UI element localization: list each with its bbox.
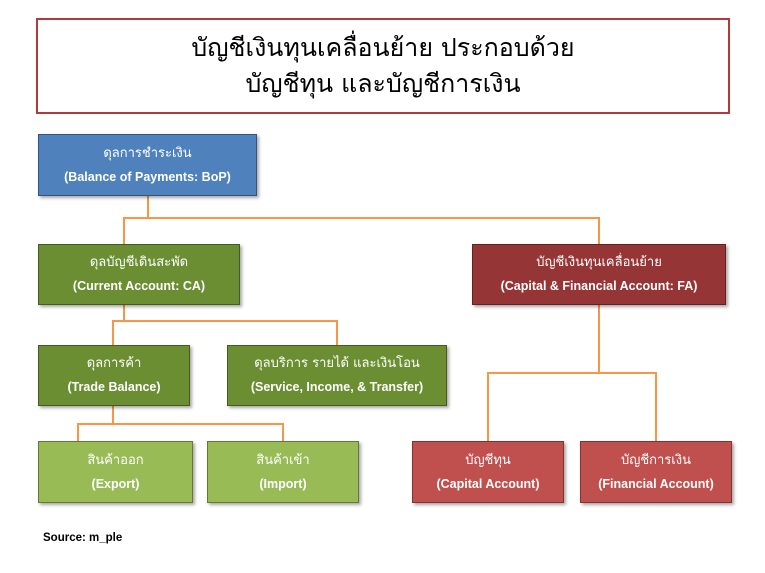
node-label-th: บัญชีเงินทุนเคลื่อนย้าย — [536, 255, 662, 270]
node-label-th: ดุลบริการ รายได้ และเงินโอน — [254, 356, 420, 371]
node-current-account: ดุลบัญชีเดินสะพัด (Current Account: CA) — [38, 244, 240, 305]
connector-ca-trade — [112, 305, 125, 345]
node-label-th: ดุลการชำระเงิน — [103, 145, 192, 161]
connector-fa-capital — [487, 305, 600, 441]
connector-ca-service — [124, 320, 338, 345]
connector-trade-export — [77, 406, 114, 441]
node-label-en: (Current Account: CA) — [72, 279, 206, 293]
node-label-en: (Import) — [259, 476, 307, 491]
node-label-th: บัญชีการเงิน — [621, 452, 691, 468]
node-service-income-transfer: ดุลบริการ รายได้ และเงินโอน (Service, In… — [227, 345, 447, 406]
node-export: สินค้าออก (Export) — [38, 441, 193, 503]
node-trade-balance: ดุลการค้า (Trade Balance) — [38, 345, 190, 406]
title-line-2: บัญชีทุน และบัญชีการเงิน — [245, 69, 521, 98]
node-balance-of-payments: ดุลการชำระเงิน (Balance of Payments: BoP… — [38, 134, 257, 196]
node-label-en: (Capital Account) — [436, 476, 540, 491]
node-label-en: (Financial Account) — [598, 476, 714, 491]
source-caption: Source: m_ple — [43, 532, 123, 544]
node-label-en: (Capital & Financial Account: FA) — [500, 279, 698, 293]
title-box: บัญชีเงินทุนเคลื่อนย้าย ประกอบด้วย บัญชี… — [36, 18, 730, 114]
node-capital-financial-account: บัญชีเงินทุนเคลื่อนย้าย (Capital & Finan… — [472, 244, 726, 305]
node-capital-account: บัญชีทุน (Capital Account) — [412, 441, 564, 503]
node-label-th: สินค้าออก — [87, 452, 144, 468]
node-label-en: (Export) — [91, 476, 140, 491]
node-financial-account: บัญชีการเงิน (Financial Account) — [580, 441, 732, 503]
title-line-1: บัญชีเงินทุนเคลื่อนย้าย ประกอบด้วย — [191, 33, 575, 62]
node-label-en: (Service, Income, & Transfer) — [250, 380, 424, 394]
connector-bop-split — [123, 196, 149, 244]
node-label-th: สินค้าเข้า — [256, 452, 310, 468]
node-label-th: ดุลการค้า — [86, 356, 142, 371]
connector-fa-financial — [599, 372, 657, 441]
connector-bop-fa — [148, 217, 600, 244]
connector-trade-import — [113, 423, 284, 441]
node-label-en: (Trade Balance) — [67, 380, 161, 394]
node-import: สินค้าเข้า (Import) — [207, 441, 359, 503]
node-label-th: บัญชีทุน — [465, 452, 511, 468]
node-label-en: (Balance of Payments: BoP) — [64, 169, 231, 184]
node-label-th: ดุลบัญชีเดินสะพัด — [89, 255, 189, 270]
